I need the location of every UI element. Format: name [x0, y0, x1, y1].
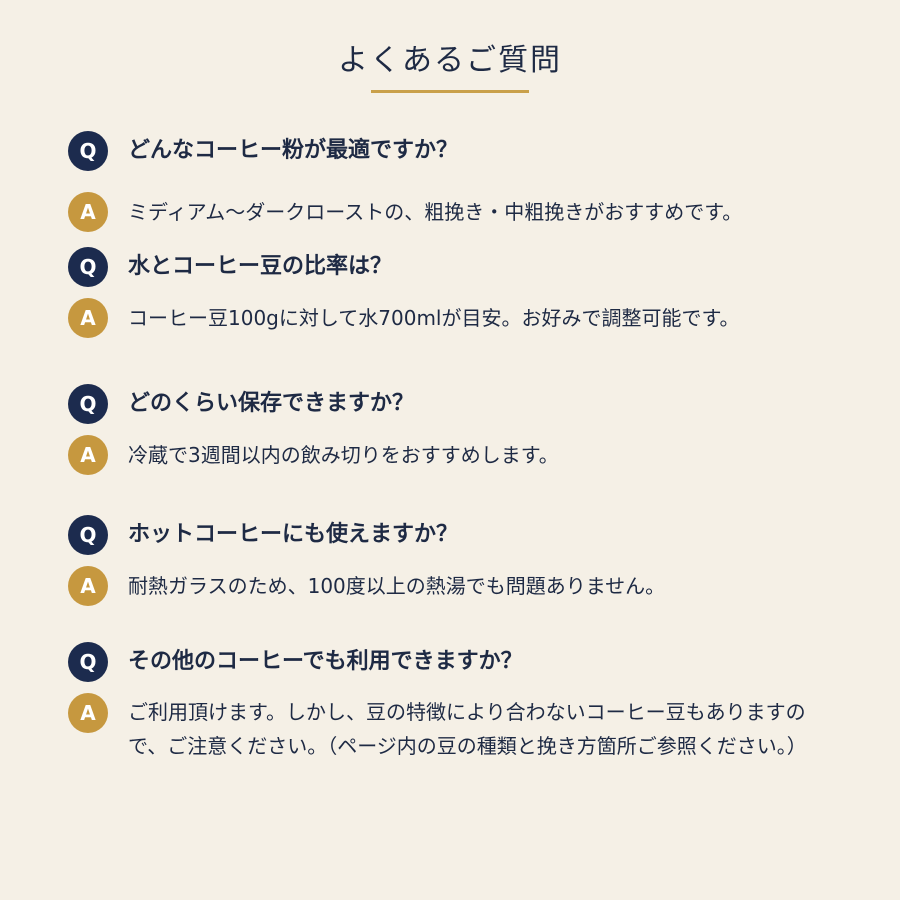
answer-text: ミディアム〜ダークローストの、粗挽き・中粗挽きがおすすめです。 — [128, 200, 743, 224]
faq-item-1: Q どんなコーヒー粉が最適ですか？ A ミディアム〜ダークローストの、粗挽き・中… — [68, 131, 858, 232]
answer-text: 耐熱ガラスのため、100度以上の熱湯でも問題ありません。 — [128, 574, 666, 598]
question-text: その他のコーヒーでも利用できますか？ — [128, 649, 523, 674]
question-row: Q どんなコーヒー粉が最適ですか？ — [68, 131, 858, 171]
a-badge-icon: A — [68, 566, 108, 606]
a-badge-icon: A — [68, 693, 108, 733]
answer-text: 冷蔵で3週間以内の飲み切りをおすすめします。 — [128, 443, 559, 467]
a-badge-icon: A — [68, 435, 108, 475]
page-title: よくあるご質問 — [338, 43, 562, 78]
question-row: Q どのくらい保存できますか？ — [68, 384, 858, 424]
faq-item-4: Q ホットコーヒーにも使えますか？ A 耐熱ガラスのため、100度以上の熱湯でも… — [68, 515, 858, 606]
question-text: 水とコーヒー豆の比率は？ — [128, 254, 393, 279]
answer-row: A ミディアム〜ダークローストの、粗挽き・中粗挽きがおすすめです。 — [68, 192, 858, 232]
q-badge-icon: Q — [68, 247, 108, 287]
answer-text: ご利用頂けます。しかし、豆の特徴により合わないコーヒー豆もありますので、ご注意く… — [128, 700, 807, 758]
faq-item-3: Q どのくらい保存できますか？ A 冷蔵で3週間以内の飲み切りをおすすめします。 — [68, 384, 858, 475]
title-underline — [371, 90, 529, 93]
question-text: どんなコーヒー粉が最適ですか？ — [128, 138, 459, 163]
question-row: Q その他のコーヒーでも利用できますか？ — [68, 642, 858, 682]
question-row: Q 水とコーヒー豆の比率は？ — [68, 247, 858, 287]
question-text: ホットコーヒーにも使えますか？ — [128, 522, 459, 547]
answer-row: A コーヒー豆100gに対して水700mlが目安。お好みで調整可能です。 — [68, 298, 858, 338]
answer-row: A 冷蔵で3週間以内の飲み切りをおすすめします。 — [68, 435, 858, 475]
q-badge-icon: Q — [68, 515, 108, 555]
q-badge-icon: Q — [68, 642, 108, 682]
question-text: どのくらい保存できますか？ — [128, 391, 415, 416]
answer-row: A ご利用頂けます。しかし、豆の特徴により合わないコーヒー豆もありますので、ご注… — [68, 693, 858, 758]
q-badge-icon: Q — [68, 384, 108, 424]
question-row: Q ホットコーヒーにも使えますか？ — [68, 515, 858, 555]
faq-item-5: Q その他のコーヒーでも利用できますか？ A ご利用頂けます。しかし、豆の特徴に… — [68, 642, 858, 758]
answer-text: コーヒー豆100gに対して水700mlが目安。お好みで調整可能です。 — [128, 306, 740, 330]
answer-row: A 耐熱ガラスのため、100度以上の熱湯でも問題ありません。 — [68, 566, 858, 606]
a-badge-icon: A — [68, 298, 108, 338]
a-badge-icon: A — [68, 192, 108, 232]
q-badge-icon: Q — [68, 131, 108, 171]
faq-item-2: Q 水とコーヒー豆の比率は？ A コーヒー豆100gに対して水700mlが目安。… — [68, 247, 858, 338]
